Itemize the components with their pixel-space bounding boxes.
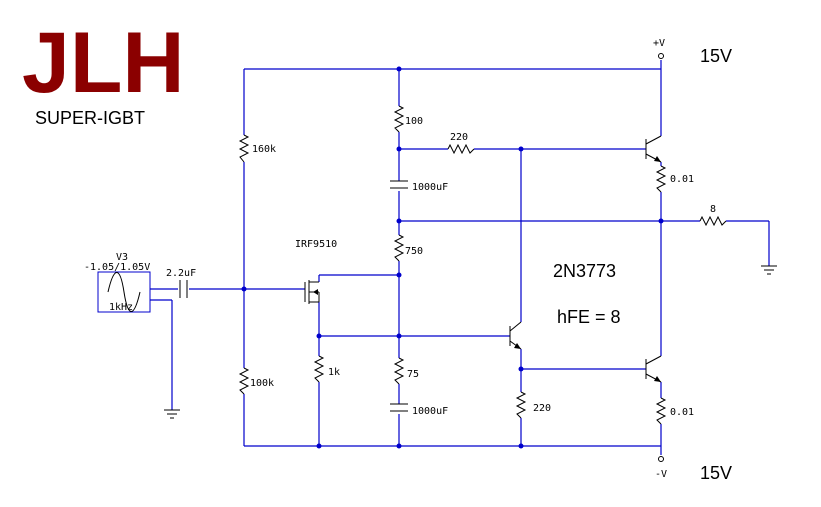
resistor-100-label: 100 (405, 116, 423, 127)
resistor-750 (393, 234, 405, 262)
pos-supply-value: 15V (700, 46, 732, 66)
resistor-220-bottom (515, 391, 527, 419)
capacitor-bottom-label: 1000uF (412, 406, 448, 417)
resistor-220-top-label: 220 (450, 132, 468, 143)
input-cap-label: 2.2uF (166, 268, 196, 279)
resistor-100 (393, 105, 405, 133)
neg-supply-terminal (658, 456, 664, 462)
resistor-160k (238, 134, 250, 163)
transistor-gain-note: hFE = 8 (557, 307, 621, 327)
pos-supply-terminal (658, 53, 664, 59)
input-capacitor (179, 280, 188, 298)
capacitor-top-label: 1000uF (412, 182, 448, 193)
resistor-160k-label: 160k (252, 144, 276, 155)
resistor-emitter-bottom-label: 0.01 (670, 407, 694, 418)
transistor-driver (509, 321, 522, 350)
neg-supply-label: -V (655, 469, 667, 480)
junction-dots (241, 66, 664, 449)
subtitle: SUPER-IGBT (35, 108, 145, 128)
transistor-part-note: 2N3773 (553, 261, 616, 281)
resistor-75 (393, 357, 405, 385)
capacitor-top (390, 180, 408, 189)
pos-supply-label: +V (653, 38, 665, 49)
resistor-load-label: 8 (710, 204, 716, 215)
resistor-100k-label: 100k (250, 378, 274, 389)
resistor-1k-label: 1k (328, 367, 340, 378)
signal-source-v3 (97, 271, 151, 313)
transistor-output-top (645, 135, 662, 163)
source-amplitude: -1.05/1.05V (84, 262, 150, 273)
source-frequency: 1kHz (109, 302, 133, 313)
resistor-220-bottom-label: 220 (533, 403, 551, 414)
capacitor-bottom (390, 403, 408, 412)
neg-supply-value: 15V (700, 463, 732, 483)
resistor-emitter-bottom (655, 397, 667, 425)
title-jlh: JLH (22, 15, 184, 111)
resistor-750-label: 750 (405, 246, 423, 257)
source-name: V3 (116, 252, 128, 263)
wires (150, 60, 770, 455)
resistor-220-top (447, 143, 475, 155)
resistor-load-8 (699, 215, 727, 227)
resistor-emitter-top (655, 165, 667, 193)
ground-symbol-input (164, 409, 180, 419)
mosfet-label: IRF9510 (295, 239, 337, 250)
resistor-100k (238, 367, 250, 395)
resistor-emitter-top-label: 0.01 (670, 174, 694, 185)
resistor-1k (313, 355, 325, 383)
transistor-output-bottom (645, 355, 662, 383)
mosfet-irf9510 (304, 280, 320, 304)
ground-symbol-load (761, 265, 777, 275)
resistor-75-label: 75 (407, 369, 419, 380)
